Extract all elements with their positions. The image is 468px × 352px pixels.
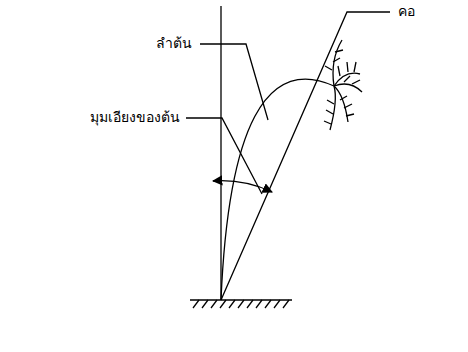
leader-line [186,118,262,194]
panicle [324,40,362,130]
part-label: มุมเอียงของต้น [90,109,180,126]
angle-arc [213,181,272,192]
ground-line [190,299,292,300]
part-label: ลำต้น [156,35,192,52]
stem-curve [221,79,334,300]
tilt-line [221,12,390,300]
leader-line [200,44,268,120]
part-label: คอ [398,3,415,20]
ground-hatch [193,300,289,308]
vertical-line [220,6,221,300]
